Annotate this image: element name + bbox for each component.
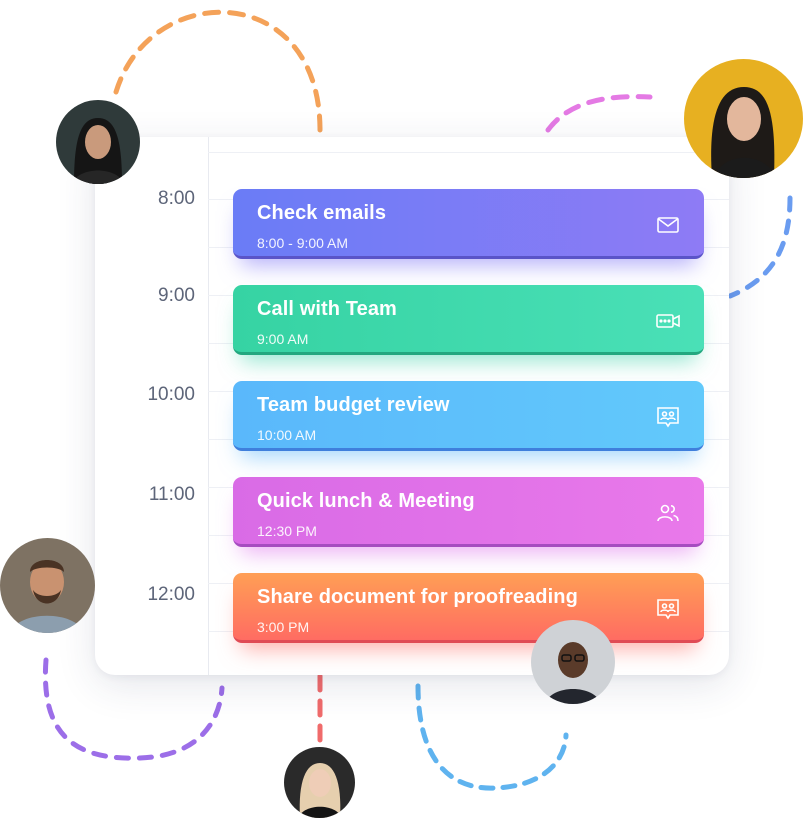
event-team-budget-review[interactable]: Team budget review 10:00 AM: [233, 381, 704, 451]
avatar: [531, 620, 615, 704]
time-label: 12:00: [147, 584, 195, 605]
chat-people-icon: [657, 407, 679, 428]
orange-dashed-line: [113, 9, 323, 133]
event-time: 9:00 AM: [257, 331, 309, 347]
time-label: 10:00: [147, 384, 195, 405]
video-call-icon: [656, 314, 680, 328]
time-column-divider: [208, 137, 209, 675]
event-quick-lunch-meeting[interactable]: Quick lunch & Meeting 12:30 PM: [233, 477, 704, 547]
avatar: [284, 747, 355, 818]
time-label: 8:00: [158, 188, 195, 209]
grid-line: [208, 152, 729, 153]
event-title: Quick lunch & Meeting: [257, 490, 475, 512]
event-time: 12:30 PM: [257, 523, 317, 539]
users-icon: [657, 504, 679, 522]
time-label: 11:00: [148, 484, 195, 505]
time-label: 9:00: [158, 285, 195, 306]
event-title: Share document for proofreading: [257, 586, 578, 608]
purple-dashed-line: [42, 657, 225, 761]
light-blue-dashed-line: [415, 683, 569, 791]
event-time: 8:00 - 9:00 AM: [257, 235, 349, 251]
mail-icon: [657, 217, 679, 233]
blue-dashed-line: [727, 195, 793, 299]
event-title: Check emails: [257, 202, 387, 224]
schedule-card: 8:00 9:00 10:00 11:00 12:00 Check emails…: [95, 137, 729, 675]
chat-people-icon: [657, 599, 679, 620]
event-time: 3:00 PM: [257, 619, 310, 635]
event-share-document[interactable]: Share document for proofreading 3:00 PM: [233, 573, 704, 643]
event-time: 10:00 AM: [257, 427, 317, 443]
avatar: [684, 59, 803, 178]
event-call-with-team[interactable]: Call with Team 9:00 AM: [233, 285, 704, 355]
avatar: [56, 100, 140, 184]
pink-dashed-line: [545, 94, 653, 133]
event-title: Team budget review: [257, 394, 450, 416]
event-title: Call with Team: [257, 298, 397, 320]
event-check-emails[interactable]: Check emails 8:00 - 9:00 AM: [233, 189, 704, 259]
avatar: [0, 538, 95, 633]
